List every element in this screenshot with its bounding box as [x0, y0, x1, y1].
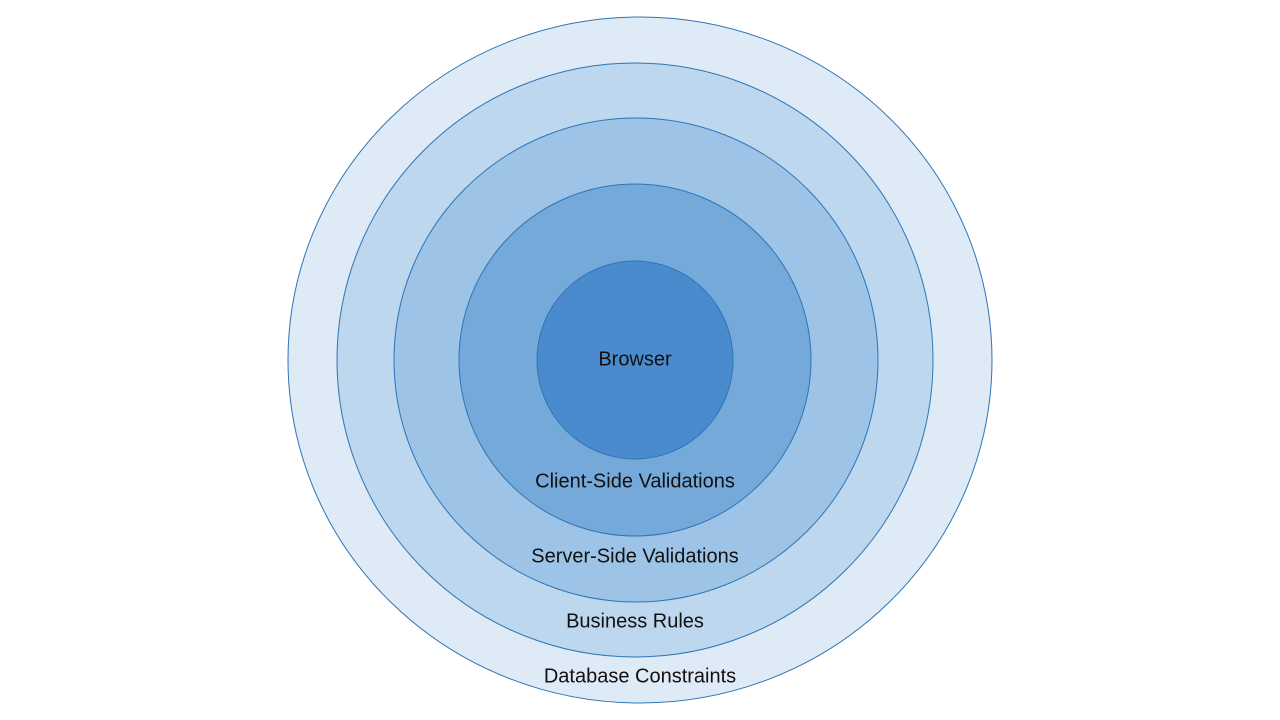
layer-browser	[536, 260, 734, 460]
label-server-side-validations: Server-Side Validations	[531, 545, 739, 567]
label-business-rules: Business Rules	[566, 610, 704, 632]
label-database-constraints: Database Constraints	[544, 665, 736, 687]
label-client-side-validations: Client-Side Validations	[535, 470, 735, 492]
ring-browser	[536, 260, 734, 460]
label-browser: Browser	[598, 348, 672, 370]
